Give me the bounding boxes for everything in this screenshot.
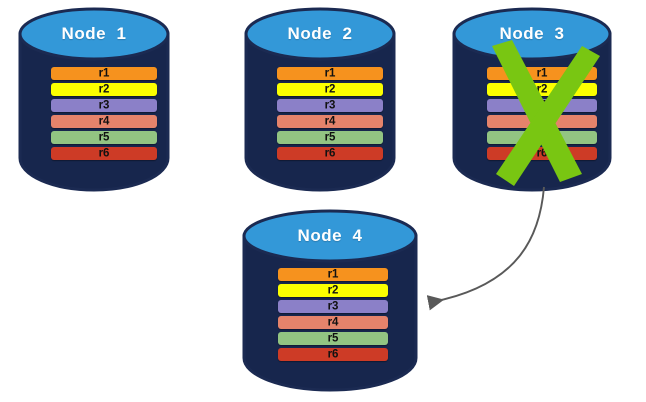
row-bar-r5[interactable]: r5 [487,131,597,144]
row-bar-r2[interactable]: r2 [277,83,383,96]
row-label: r5 [327,331,339,344]
row-bar-r5[interactable]: r5 [278,332,388,345]
row-bar-r6[interactable]: r6 [51,147,157,160]
row-bar-r1[interactable]: r1 [277,67,383,80]
row-label: r1 [324,66,336,79]
row-bar-r1[interactable]: r1 [487,67,597,80]
row-label: r3 [536,98,548,111]
row-bar-r2[interactable]: r2 [487,83,597,96]
row-bar-r3[interactable]: r3 [277,99,383,112]
row-label: r3 [327,299,339,312]
arrow-path [426,186,545,311]
node-4-rows: r1 r2 r3 r4 r5 r6 [278,268,388,361]
row-label: r4 [324,114,336,127]
row-bar-r2[interactable]: r2 [51,83,157,96]
row-bar-r3[interactable]: r3 [51,99,157,112]
row-bar-r1[interactable]: r1 [51,67,157,80]
row-bar-r3[interactable]: r3 [278,300,388,313]
row-bar-r3[interactable]: r3 [487,99,597,112]
row-label: r6 [98,146,110,159]
node-2-rows: r1 r2 r3 r4 r5 r6 [277,67,383,160]
row-label: r4 [98,114,110,127]
row-label: r5 [536,130,548,143]
row-label: r2 [327,283,339,296]
row-bar-r5[interactable]: r5 [51,131,157,144]
row-label: r6 [327,347,339,360]
row-bar-r4[interactable]: r4 [51,115,157,128]
row-bar-r5[interactable]: r5 [277,131,383,144]
row-bar-r4[interactable]: r4 [277,115,383,128]
row-bar-r6[interactable]: r6 [487,147,597,160]
node-3-rows: r1 r2 r3 r4 r5 r6 [487,67,597,160]
row-label: r4 [327,315,339,328]
node-1-rows: r1 r2 r3 r4 r5 r6 [51,67,157,160]
row-label: r4 [536,114,548,127]
row-label: r3 [324,98,336,111]
row-bar-r4[interactable]: r4 [278,316,388,329]
row-label: r5 [98,130,110,143]
row-label: r6 [536,146,548,159]
row-label: r2 [98,82,110,95]
row-label: r1 [536,66,548,79]
row-label: r5 [324,130,336,143]
row-label: r6 [324,146,336,159]
row-label: r2 [324,82,336,95]
row-label: r1 [327,267,339,280]
row-bar-r1[interactable]: r1 [278,268,388,281]
row-bar-r6[interactable]: r6 [278,348,388,361]
row-bar-r6[interactable]: r6 [277,147,383,160]
row-bar-r2[interactable]: r2 [278,284,388,297]
row-label: r3 [98,98,110,111]
row-label: r1 [98,66,110,79]
row-bar-r4[interactable]: r4 [487,115,597,128]
row-label: r2 [536,82,548,95]
